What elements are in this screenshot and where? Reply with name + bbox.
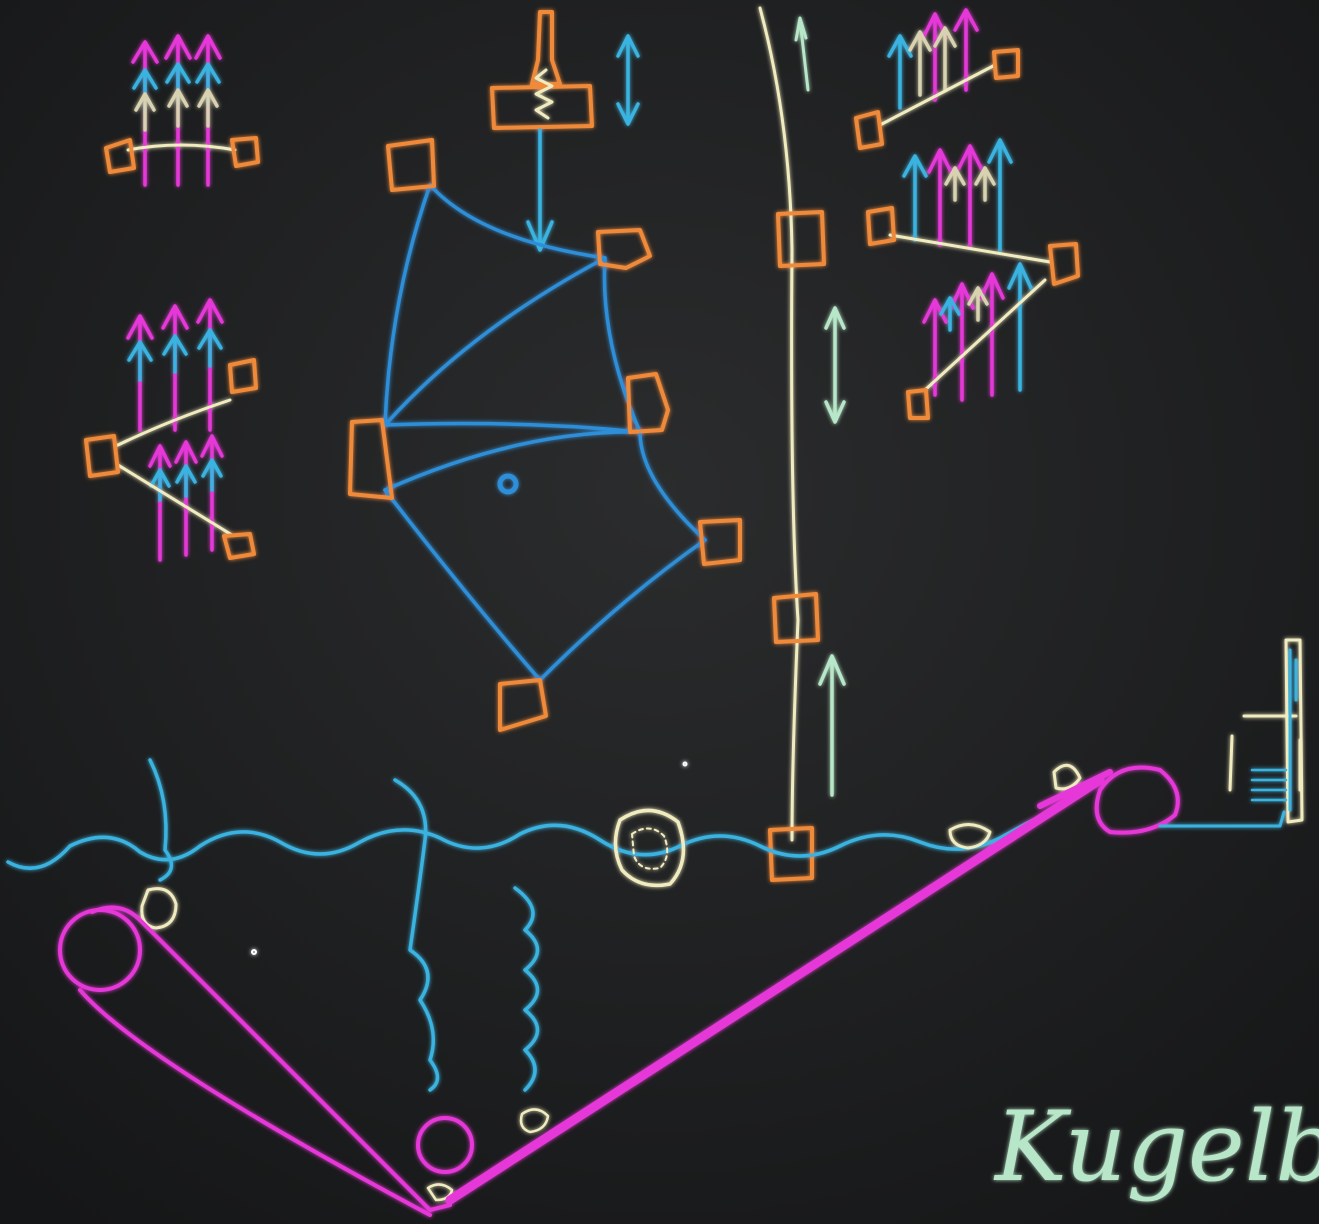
- lift-mechanism: [1158, 638, 1304, 828]
- hanging-lines: [148, 758, 540, 1092]
- top-spring-mount: [490, 10, 640, 252]
- arrow-group-top-left: [131, 34, 222, 187]
- vertical-rope: [758, 6, 846, 882]
- chalk-dot: [251, 949, 257, 955]
- truss-center-dot: [497, 473, 519, 495]
- arrow-group-top-right: [854, 8, 1020, 150]
- handle-bar-top-left: [104, 136, 260, 174]
- handwritten-caption: Kugelba: [993, 1091, 1319, 1203]
- balls: [140, 763, 1082, 1202]
- arrow-group-mid-left: [84, 298, 258, 562]
- ball-track: [58, 765, 1180, 1217]
- arrow-group-mid-right: [866, 138, 1080, 420]
- chalk-dot: [682, 761, 688, 767]
- truss-nodes: [348, 138, 742, 732]
- truss-structure: [383, 183, 707, 682]
